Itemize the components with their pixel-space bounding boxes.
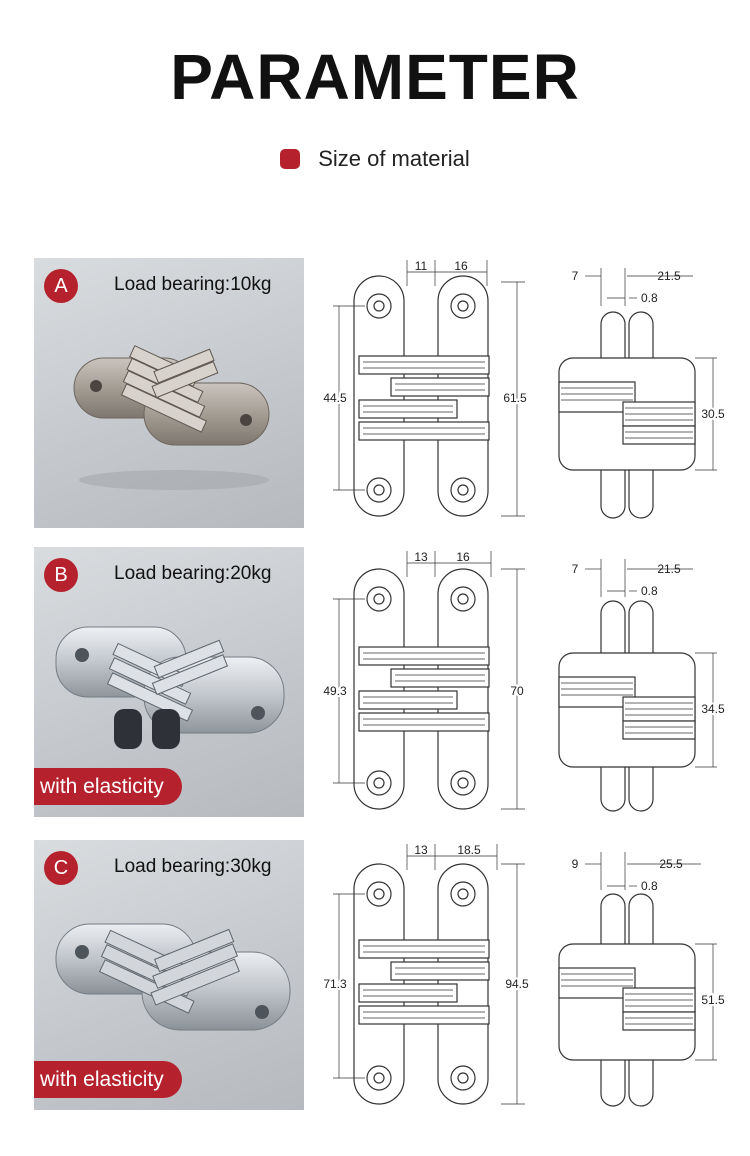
hinge-photo	[55, 923, 291, 1031]
dim-side-gap: 0.8	[641, 879, 658, 893]
model-row-a: A Load bearing:10kg	[0, 258, 750, 533]
model-badge: C	[44, 851, 78, 885]
page-title: PARAMETER	[170, 41, 580, 113]
dim-right-height: 70	[510, 684, 524, 698]
hinge-photo	[55, 626, 285, 749]
dim-side-height: 34.5	[701, 702, 725, 716]
model-badge: A	[44, 269, 78, 303]
hinge-photo	[73, 345, 270, 490]
model-row-c: C Load bearing:30kg with elasticity	[0, 840, 750, 1115]
dim-top-right: 18.5	[457, 843, 481, 857]
dim-left-height: 71.3	[323, 977, 347, 991]
dim-top-left: 11	[415, 259, 428, 273]
bullet-icon	[280, 149, 301, 169]
dim-top-right: 16	[456, 550, 470, 564]
subtitle: Size of material	[0, 146, 750, 172]
dim-side-gap: 0.8	[641, 584, 658, 598]
product-photo-card: C Load bearing:30kg with elasticity	[34, 840, 304, 1110]
load-bearing-label: Load bearing:20kg	[114, 563, 272, 584]
dim-side-gap: 0.8	[641, 291, 658, 305]
subtitle-text: Size of material	[318, 146, 470, 171]
load-bearing-label: Load bearing:10kg	[114, 274, 272, 295]
dim-left-height: 49.3	[323, 684, 347, 698]
load-bearing-label: Load bearing:30kg	[114, 856, 272, 877]
dim-side-height: 30.5	[701, 407, 725, 421]
dim-top-left: 13	[414, 843, 428, 857]
dim-side-left-width: 9	[572, 857, 579, 871]
dim-side-right-width: 25.5	[659, 857, 683, 871]
dim-right-height: 61.5	[503, 391, 527, 405]
dim-side-left-width: 7	[572, 562, 579, 576]
dim-side-right-width: 21.5	[657, 269, 681, 283]
dim-left-height: 44.5	[323, 391, 347, 405]
front-view-drawing: 13 18.5 71.3 94.5	[321, 843, 531, 1105]
dim-side-right-width: 21.5	[657, 562, 681, 576]
product-photo-card: A Load bearing:10kg	[34, 258, 304, 528]
elasticity-tag: with elasticity	[34, 768, 182, 805]
front-view-drawing: 11 16 44.5 61.5	[321, 259, 529, 517]
elasticity-tag: with elasticity	[34, 1061, 182, 1098]
dim-side-height: 51.5	[701, 993, 725, 1007]
model-row-b: B Load bearing:20kg with elasticity	[0, 547, 750, 822]
dim-side-left-width: 7	[572, 269, 579, 283]
dim-right-height: 94.5	[505, 977, 529, 991]
model-badge: B	[44, 558, 78, 592]
product-photo-card: B Load bearing:20kg with elasticity	[34, 547, 304, 817]
side-view-drawing: 7 21.5 0.8 30.5	[558, 268, 727, 519]
dim-top-right: 16	[454, 259, 468, 273]
side-view-drawing: 7 21.5 0.8 34.5	[558, 559, 727, 812]
side-view-drawing: 9 25.5 0.8 51.5	[558, 852, 727, 1107]
dim-top-left: 13	[414, 550, 428, 564]
front-view-drawing: 13 16 49.3 70	[321, 550, 526, 810]
